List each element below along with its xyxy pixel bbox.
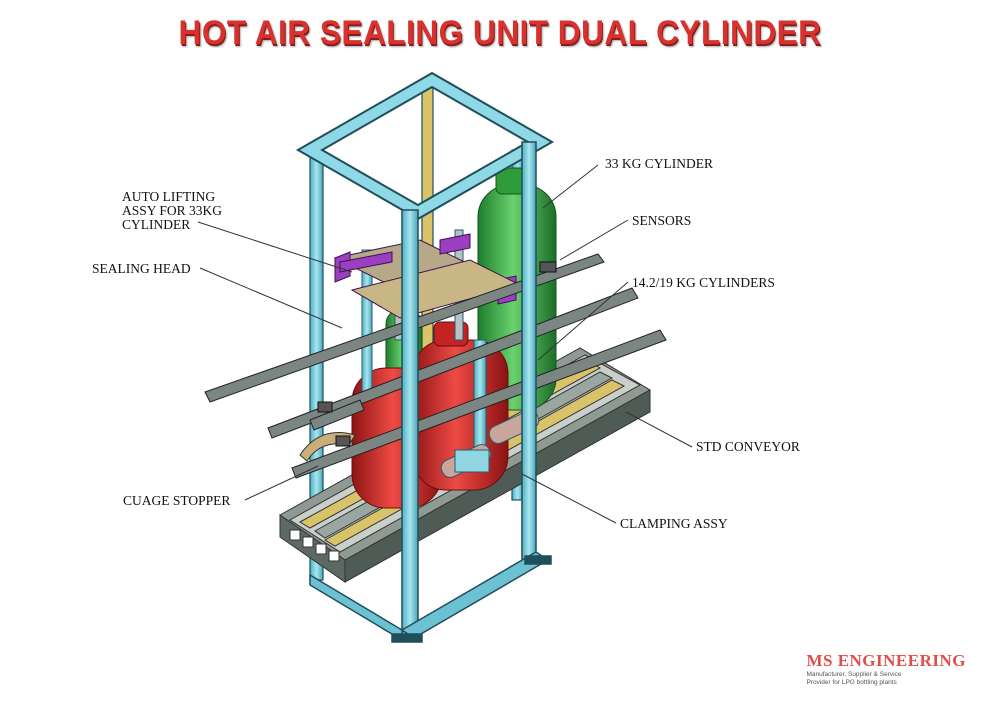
label-clamping-assy: CLAMPING ASSY — [620, 516, 728, 531]
page-title: HOT AIR SEALING UNIT DUAL CYLINDER — [178, 14, 822, 52]
label-std-conveyor: STD CONVEYOR — [696, 439, 800, 454]
label-33kg-cylinder: 33 KG CYLINDER — [605, 156, 713, 171]
brand-block: MS ENGINEERING Manufacturer, Supplier & … — [806, 651, 966, 687]
label-sensors: SENSORS — [632, 213, 692, 228]
label-cuage-stopper: CUAGE STOPPER — [123, 493, 231, 508]
label-auto-lifting: AUTO LIFTING ASSY FOR 33KG CYLINDER — [122, 189, 223, 232]
label-14kg-cylinders: 14.2/19 KG CYLINDERS — [632, 275, 775, 290]
leader-lines — [197, 164, 693, 524]
brand-name: MS ENGINEERING — [806, 651, 966, 670]
brand-tagline: Manufacturer, Supplier & Service Provide… — [806, 671, 902, 686]
sensors — [317, 261, 557, 447]
frame-front — [295, 71, 555, 643]
label-sealing-head: SEALING HEAD — [92, 261, 191, 276]
purple-bracket — [333, 233, 522, 319]
